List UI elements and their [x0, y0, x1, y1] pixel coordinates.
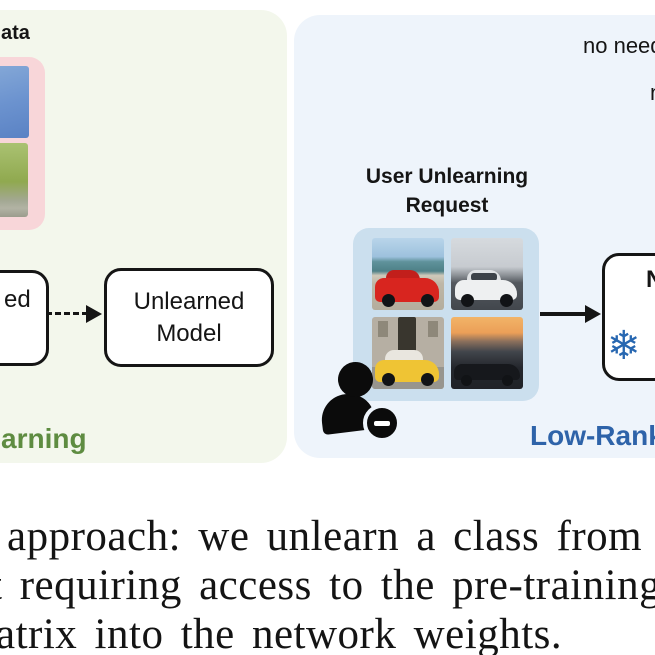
car-wheel: [461, 375, 472, 386]
request-title-line1: User Unlearning: [365, 165, 529, 188]
car-wheel: [502, 375, 513, 386]
snowflake-frozen-icon: ❄: [607, 324, 641, 368]
building-window: [428, 321, 438, 337]
caption-line-1: approach: we unlearn a class from a: [7, 513, 655, 560]
yellow-car-photo: [372, 317, 444, 389]
no-need-note-fragment: no need: [583, 33, 655, 58]
unlearned-model-label-line2: Model: [156, 319, 222, 347]
airplane-fuselage: [0, 79, 2, 122]
pretraining-data-label-fragment: ata: [1, 22, 30, 44]
solid-arrow-head: [585, 305, 601, 323]
building-door: [398, 317, 416, 359]
airplane-photo: [0, 66, 29, 138]
network-box-label-fragment: N: [646, 266, 655, 293]
car-wheel: [421, 294, 434, 307]
dark-car-photo: [451, 317, 523, 389]
car-wheel: [500, 294, 513, 307]
car-wheel: [382, 373, 395, 386]
white-car-photo: [451, 238, 523, 310]
unlearned-model-label-line1: Unlearned: [133, 287, 245, 315]
dashed-arrow-line: [46, 312, 88, 315]
note-fragment-2: n: [650, 80, 655, 106]
pretrained-model-label-fragment: ed: [4, 286, 31, 313]
dashed-arrow-head: [86, 305, 102, 323]
red-car-photo: [372, 238, 444, 310]
minus-circle-icon: [363, 404, 401, 442]
solid-arrow-line: [540, 312, 587, 316]
car-wheel: [461, 294, 474, 307]
low-rank-unlearning-label-fragment: Low-Rank: [530, 420, 655, 451]
caption-line-2: t requiring access to the pre-training: [0, 562, 655, 609]
user-unlearning-request-title: User Unlearning Request: [347, 162, 547, 220]
car-windshield: [471, 273, 497, 281]
car-wheel: [421, 373, 434, 386]
unlearned-model-box: Unlearned Model: [104, 268, 274, 367]
request-title-line2: Request: [405, 194, 489, 217]
traditional-unlearning-label-fragment: arning: [1, 423, 87, 454]
pretrained-model-box: [0, 270, 49, 366]
network-box: [602, 253, 655, 381]
bird-photo: [0, 143, 28, 217]
traditional-unlearning-panel: [0, 10, 287, 463]
minus-bar: [374, 420, 390, 426]
car-roof: [385, 350, 423, 363]
building-window: [378, 321, 388, 337]
caption-line-3: atrix into the network weights.: [0, 611, 563, 655]
car-wheel: [382, 294, 395, 307]
